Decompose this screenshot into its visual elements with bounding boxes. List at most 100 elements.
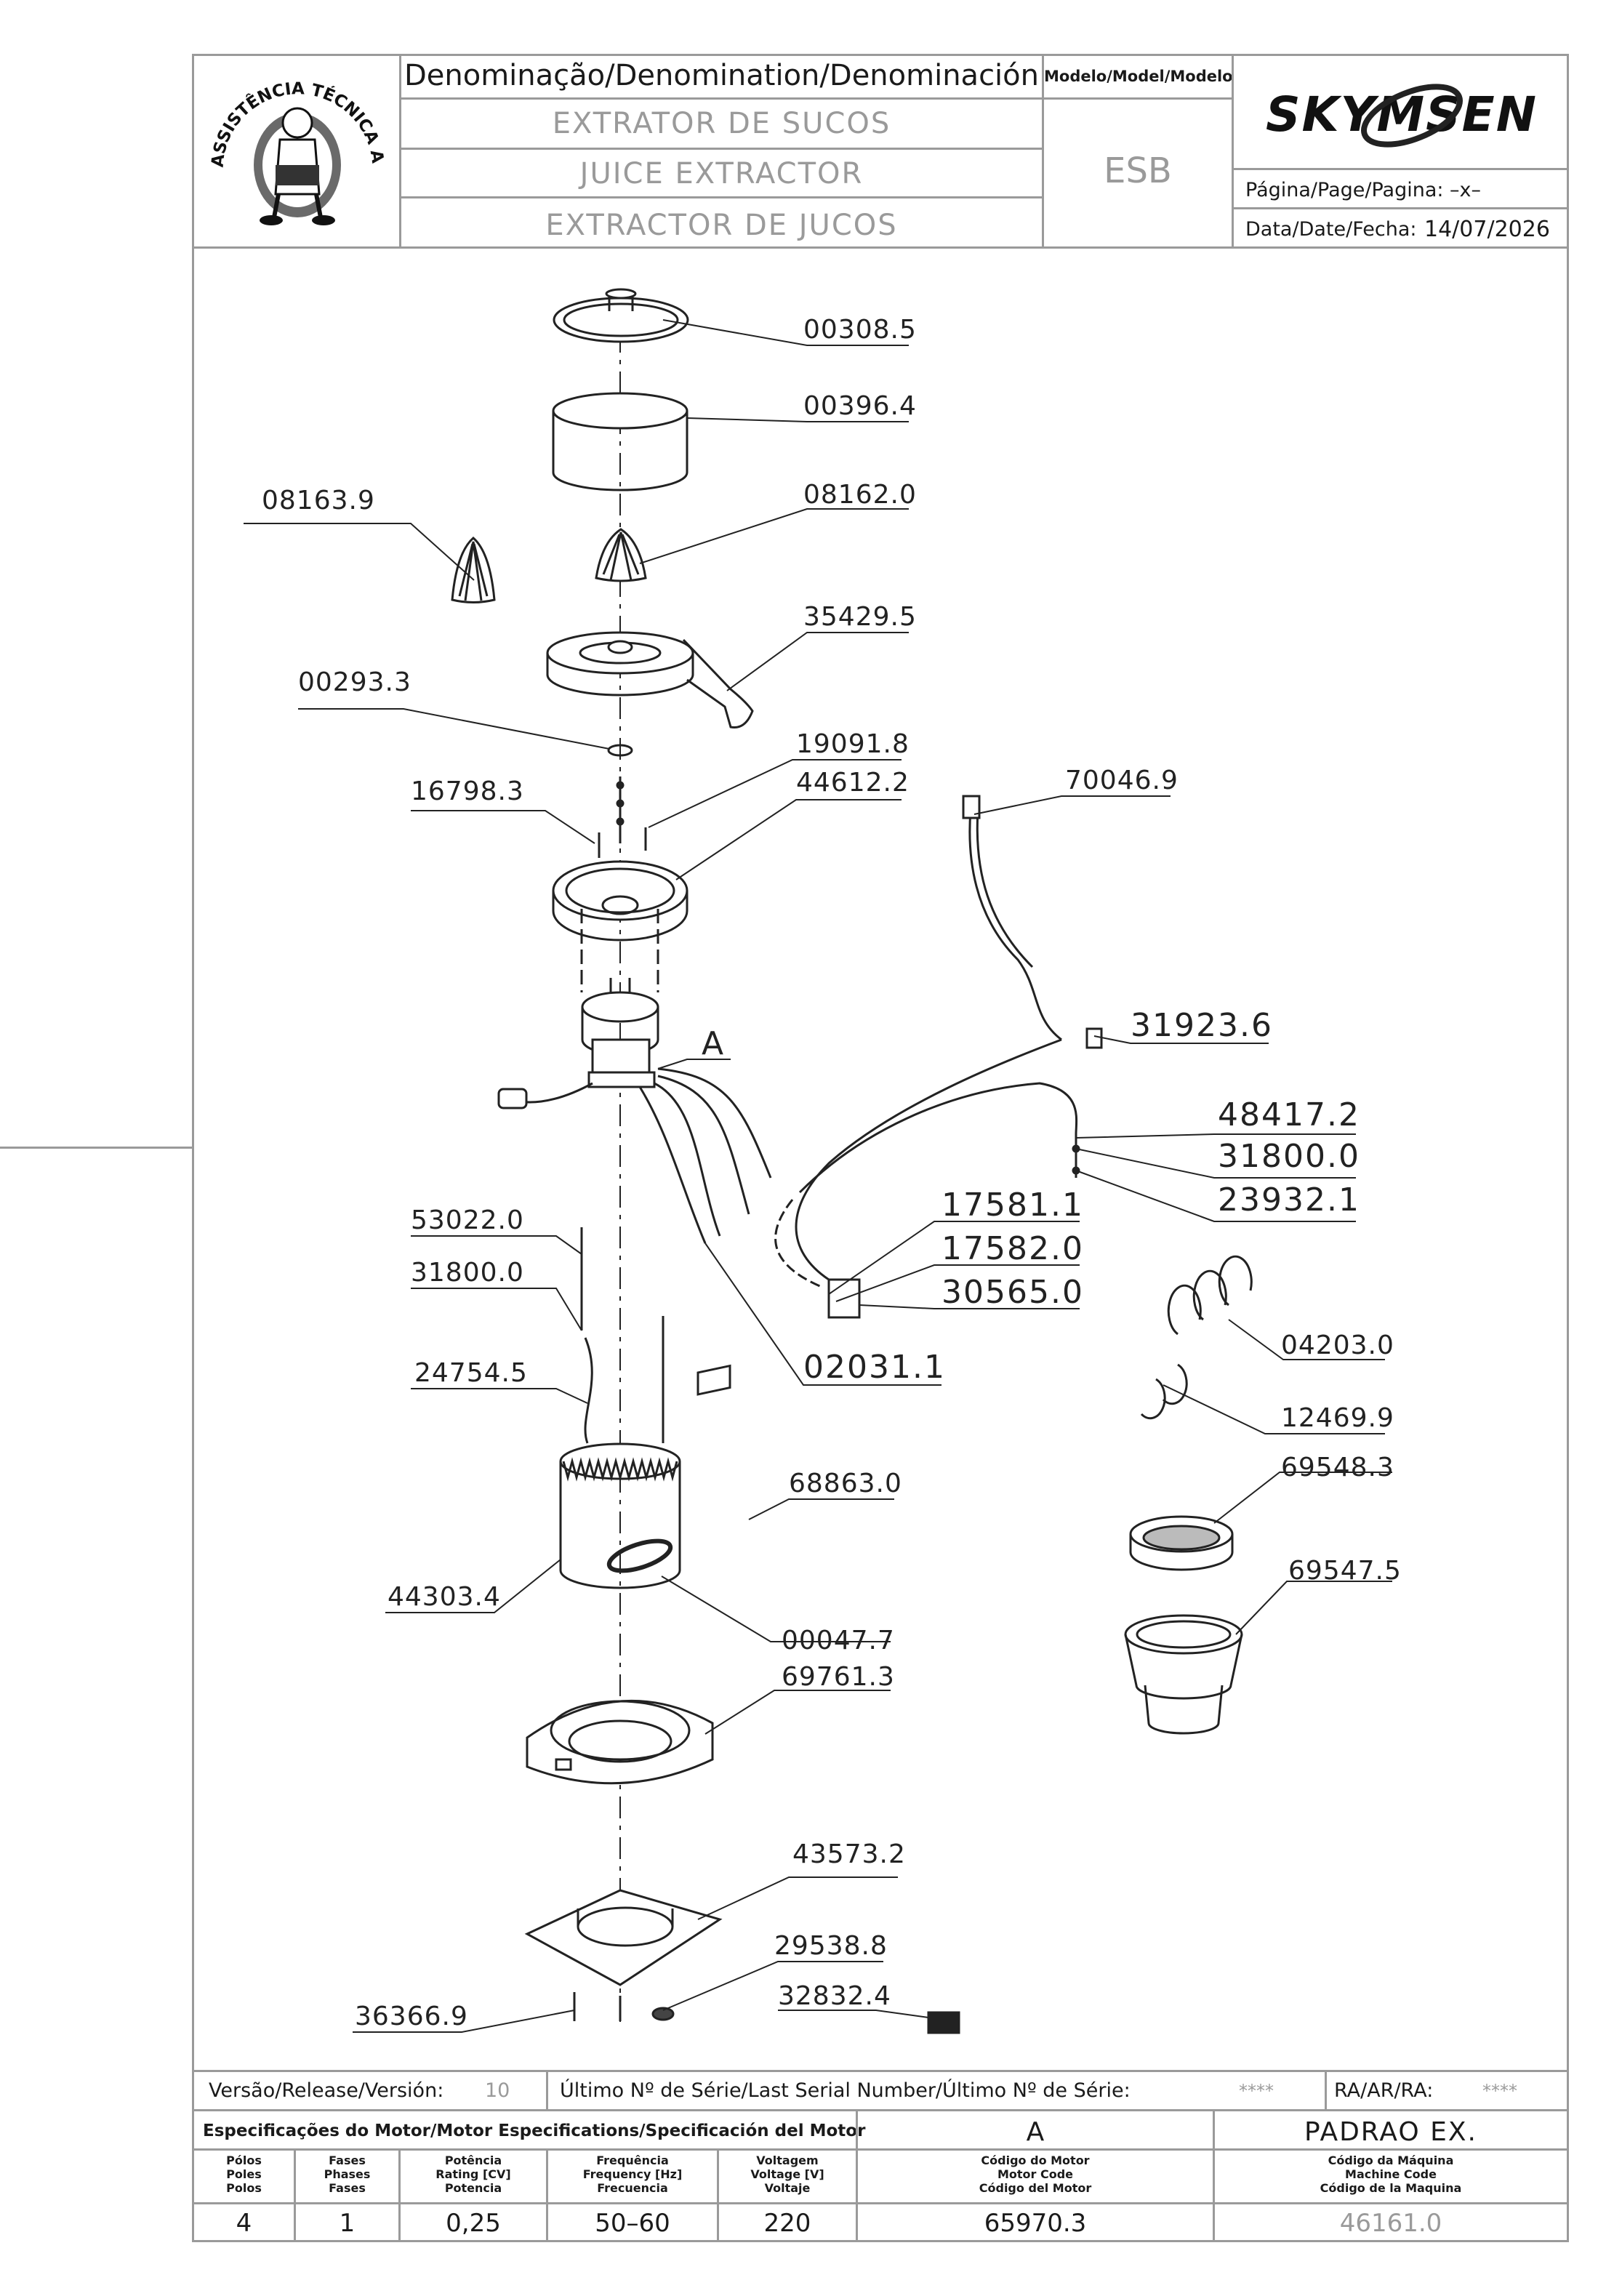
part-label: 35429.5 (803, 602, 917, 632)
col-phases-head: Fases Phases Fases (294, 2148, 401, 2204)
val-volt: 220 (763, 2209, 811, 2238)
page-cell: Página/Page/Pagina: –x– (1232, 168, 1569, 209)
col-motor-code-0: Código do Motor (981, 2153, 1090, 2167)
col-phases-0: Fases (329, 2153, 366, 2167)
col-motor-code-2: Código del Motor (979, 2181, 1092, 2195)
col-motor-code-head: Código do Motor Motor Code Código del Mo… (856, 2148, 1215, 2204)
standard-cell: PADRAO EX. (1213, 2109, 1569, 2151)
lid-part (553, 288, 689, 343)
part-label: 36366.9 (355, 2002, 468, 2031)
part-label: 17581.1 (942, 1187, 1084, 1224)
ra-cell: RA/AR/RA: **** (1325, 2070, 1569, 2111)
motor-spec-cell: Especificações do Motor/Motor Especifica… (192, 2109, 865, 2151)
serial-cell: Último Nº de Série/Last Serial Number/Úl… (546, 2070, 1327, 2111)
part-label: 00396.4 (803, 391, 917, 421)
val-machine-code-cell: 46161.0 (1213, 2202, 1569, 2242)
date-value: 14/07/2026 (1424, 217, 1550, 242)
part-label: 69548.3 (1281, 1453, 1394, 1482)
assistance-stamp: ASSISTÊNCIA TÉCNICA AUTORIZADA (194, 56, 387, 225)
part-label: A (702, 1025, 725, 1062)
col-volt-1: Voltage [V] (750, 2167, 824, 2181)
springs-part (1167, 1255, 1253, 1336)
part-label: 48417.2 (1218, 1096, 1360, 1133)
col-volt-0: Voltagem (756, 2153, 819, 2167)
col-freq-head: Frequência Frequency [Hz] Frecuencia (546, 2148, 719, 2204)
screws-part (598, 776, 647, 858)
foot-part (651, 2007, 675, 2021)
col-motor-code-1: Motor Code (997, 2167, 1074, 2181)
seal-part (607, 744, 633, 757)
val-power: 0,25 (446, 2209, 501, 2238)
date-cell: Data/Date/Fecha: 14/07/2026 (1232, 207, 1569, 249)
val-poles: 4 (236, 2209, 252, 2238)
ra-label: RA/AR/RA: (1334, 2079, 1434, 2102)
col-machine-code-0: Código da Máquina (1328, 2153, 1454, 2167)
margin-rule (0, 1147, 193, 1149)
serial-value: **** (1239, 2081, 1274, 2101)
part-label: 23932.1 (1218, 1181, 1360, 1219)
col-machine-code-1: Machine Code (1345, 2167, 1437, 2181)
motor-part (497, 978, 772, 1244)
version-value: 10 (485, 2079, 510, 2102)
part-label: 04203.0 (1281, 1330, 1394, 1360)
part-labels: 00308.5 00396.4 08163.9 08162.0 35429.5 … (262, 315, 1402, 2031)
val-power-cell: 0,25 (398, 2202, 548, 2242)
version-cell: Versão/Release/Versión: 10 (192, 2070, 548, 2111)
part-label: 44303.4 (388, 1582, 501, 1612)
clip-part (927, 2011, 960, 2034)
col-machine-code-head: Código da Máquina Machine Code Código de… (1213, 2148, 1569, 2204)
large-cone-part (595, 528, 647, 582)
base-cover-part (526, 1699, 714, 1785)
date-label: Data/Date/Fecha: (1245, 218, 1417, 241)
val-motor-code: 65970.3 (984, 2209, 1087, 2238)
part-label: 53022.0 (411, 1205, 524, 1235)
part-label: 43573.2 (792, 1839, 906, 1869)
part-label: 00293.3 (298, 667, 411, 697)
denomination-title: Denominação/Denomination/Denominación (404, 59, 1039, 92)
part-label: 08163.9 (262, 486, 375, 515)
bowl-base-part (552, 860, 688, 992)
part-label: 68863.0 (789, 1469, 902, 1498)
val-phases: 1 (339, 2209, 356, 2238)
motor-ref: A (1026, 2117, 1045, 2147)
col-freq-1: Frequency [Hz] (582, 2167, 683, 2181)
col-power-2: Potencia (444, 2181, 502, 2195)
col-volt-2: Voltaje (764, 2181, 811, 2195)
part-label: 69547.5 (1288, 1556, 1402, 1586)
cup-part (1124, 1614, 1243, 1735)
name-pt: EXTRATOR DE SUCOS (552, 107, 891, 140)
name-en: JUICE EXTRACTOR (579, 157, 864, 190)
version-label: Versão/Release/Versión: (209, 2079, 444, 2102)
val-phases-cell: 1 (294, 2202, 401, 2242)
col-volt-head: Voltagem Voltage [V] Voltaje (717, 2148, 858, 2204)
col-power-head: Potência Rating [CV] Potencia (398, 2148, 548, 2204)
part-label: 70046.9 (1065, 766, 1179, 795)
juice-bowl-part (546, 631, 754, 729)
col-poles-head: Pólos Poles Polos (192, 2148, 296, 2204)
motor-ref-cell: A (856, 2109, 1215, 2151)
stamp-cell: ASSISTÊNCIA TÉCNICA AUTORIZADA (192, 54, 401, 249)
small-cone-part (451, 537, 496, 603)
val-poles-cell: 4 (192, 2202, 296, 2242)
part-label: 17582.0 (942, 1230, 1084, 1267)
motor-housing-part (559, 1442, 681, 1589)
standard-value: PADRAO EX. (1304, 2117, 1477, 2147)
part-label: 44612.2 (796, 768, 910, 798)
part-label: 69761.3 (782, 1662, 895, 1692)
bottom-plate-part (524, 1889, 723, 2021)
col-phases-1: Phases (324, 2167, 371, 2181)
col-poles-1: Poles (226, 2167, 262, 2181)
label-plate (696, 1364, 731, 1396)
col-machine-code-2: Código de la Maquina (1320, 2181, 1462, 2195)
clips-part (1140, 1363, 1188, 1420)
col-freq-2: Frecuencia (597, 2181, 668, 2195)
val-volt-cell: 220 (717, 2202, 858, 2242)
part-label: 12469.9 (1281, 1403, 1394, 1433)
col-freq-0: Frequência (596, 2153, 669, 2167)
sieve-part (1129, 1515, 1234, 1571)
motor-spec-label: Especificações do Motor/Motor Especifica… (203, 2122, 866, 2140)
part-label: 00047.7 (782, 1626, 895, 1655)
col-phases-2: Fases (329, 2181, 366, 2195)
